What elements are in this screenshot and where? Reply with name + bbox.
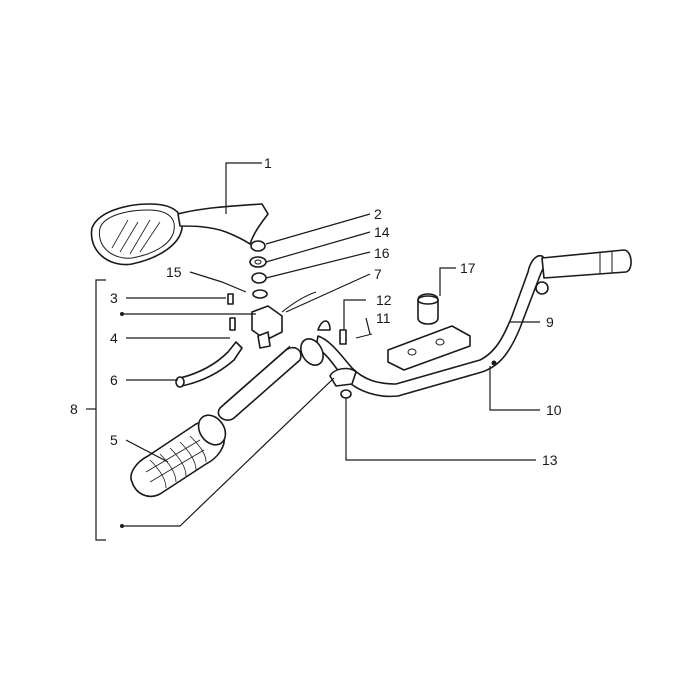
mirror-nut-part	[249, 240, 268, 299]
callout-1: 1	[264, 155, 272, 171]
handlebar-frame-part	[300, 249, 632, 398]
callout-4: 4	[110, 330, 118, 346]
mirror-part	[90, 203, 269, 266]
handlebar-bracket-part	[387, 325, 497, 371]
lever-clamp-part	[227, 291, 317, 349]
callout-16: 16	[374, 245, 390, 261]
callout-11: 11	[376, 310, 391, 326]
callout-7: 7	[374, 266, 382, 282]
clamp-hardware-part	[329, 329, 373, 399]
callout-14: 14	[374, 224, 390, 240]
brake-lever-part	[175, 317, 243, 388]
callout-10: 10	[546, 402, 562, 418]
throttle-tube-part	[217, 345, 302, 421]
callout-9: 9	[546, 314, 554, 330]
leader-lines	[86, 162, 540, 541]
callout-2: 2	[374, 206, 382, 222]
callout-5: 5	[110, 432, 118, 448]
callout-17: 17	[460, 260, 476, 276]
callout-3: 3	[110, 290, 118, 306]
callout-8: 8	[70, 401, 78, 417]
grip-part	[130, 414, 227, 498]
callout-12: 12	[376, 292, 392, 308]
callout-13: 13	[542, 452, 558, 468]
callout-15: 15	[166, 264, 182, 280]
bar-end-weight-part	[417, 293, 439, 325]
callout-6: 6	[110, 372, 118, 388]
